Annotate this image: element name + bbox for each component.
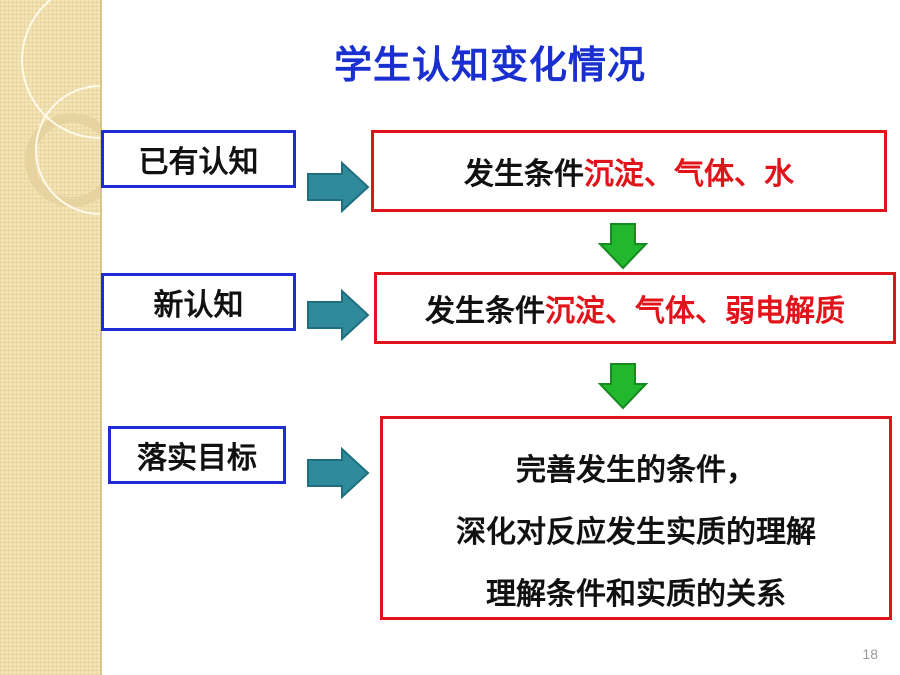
new-conditions-box: 发生条件沉淀、气体、弱电解质 [374,272,896,344]
decorative-side-strip [0,0,102,675]
down-arrow-icon [598,363,648,410]
slide-title: 学生认知变化情况 [333,43,646,87]
condition-items: 沉淀、气体、弱电解质 [545,294,845,329]
condition-prefix: 发生条件 [425,294,545,329]
label-text: 新认知 [153,288,244,323]
goal-line: 深化对反应发生实质的理解 [456,515,816,550]
goal-line: 完善发生的条件， [516,453,756,488]
target-goals-box: 完善发生的条件， 深化对反应发生实质的理解 理解条件和实质的关系 [380,416,892,620]
label-existing-knowledge: 已有认知 [101,130,296,188]
decorative-circles [21,0,100,215]
page-number: 18 [862,646,878,662]
right-arrow-icon [307,161,370,213]
down-arrow-icon [598,223,648,270]
condition-prefix: 发生条件 [464,157,584,192]
label-text: 已有认知 [138,145,259,180]
existing-conditions-box: 发生条件沉淀、气体、水 [371,130,887,212]
label-target-goals: 落实目标 [108,426,286,484]
goal-line: 理解条件和实质的关系 [486,577,786,612]
label-new-knowledge: 新认知 [101,273,296,331]
right-arrow-icon [307,289,370,341]
condition-items: 沉淀、气体、水 [584,157,794,192]
right-arrow-icon [307,447,370,499]
label-text: 落实目标 [137,441,257,476]
